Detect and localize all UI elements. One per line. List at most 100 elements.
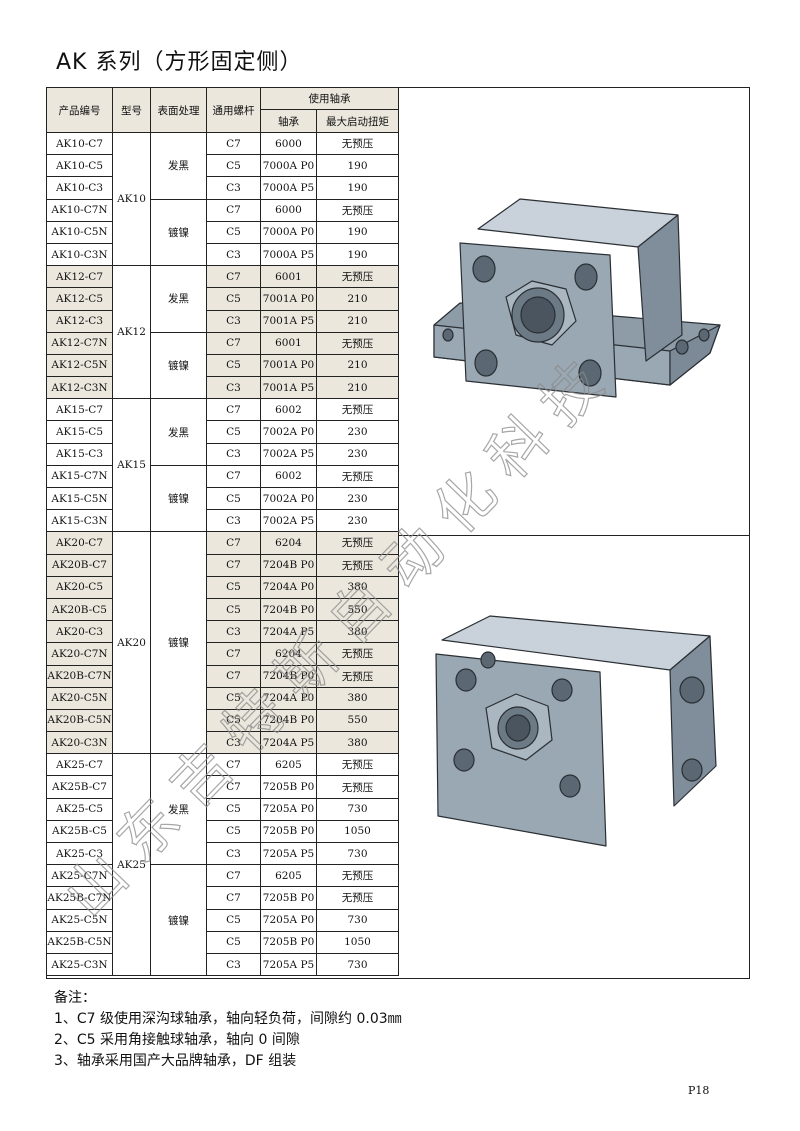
cell-torque: 无预压 (316, 753, 399, 777)
cell-screw: C5 (206, 908, 261, 932)
cell-bearing: 7204B P0 (260, 664, 317, 688)
cell-screw: C7 (206, 331, 261, 355)
cell-screw: C3 (206, 952, 261, 977)
cell-torque: 230 (316, 509, 399, 533)
cell-product-code: AK20B-C7N (46, 664, 113, 688)
cell-torque: 无预压 (316, 198, 399, 222)
cell-torque: 1050 (316, 930, 399, 954)
cell-bearing: 7002A P5 (260, 442, 317, 466)
cell-torque: 无预压 (316, 331, 399, 355)
note-item-3: 3、轴承采用国产大品牌轴承，DF 组装 (54, 1053, 297, 1069)
page-number: P18 (688, 1084, 710, 1097)
cell-surface: 镀镍 (150, 864, 207, 977)
cell-torque: 无预压 (316, 531, 399, 555)
cell-bearing: 6000 (260, 198, 317, 222)
cell-torque: 190 (316, 242, 399, 267)
cell-torque: 730 (316, 952, 399, 977)
cell-product-code: AK25B-C5N (46, 930, 113, 954)
cell-screw: C7 (206, 131, 261, 156)
cell-surface: 发黑 (150, 132, 207, 200)
cell-torque: 190 (316, 154, 399, 178)
cell-product-code: AK25-C5 (46, 797, 113, 821)
cell-screw: C7 (206, 198, 261, 222)
cell-torque: 210 (316, 309, 399, 333)
cell-product-code: AK15-C3N (46, 509, 113, 533)
cell-product-code: AK10-C5 (46, 154, 113, 178)
cell-product-code: AK25B-C7N (46, 886, 113, 910)
cell-torque: 无预压 (316, 864, 399, 888)
cell-torque: 无预压 (316, 464, 399, 489)
cell-screw: C5 (206, 154, 261, 178)
cell-surface: 镀镍 (150, 331, 207, 400)
cell-screw: C3 (206, 731, 261, 755)
cell-product-code: AK25-C7 (46, 753, 113, 777)
cell-bearing: 7001A P5 (260, 309, 317, 333)
cell-torque: 无预压 (316, 664, 399, 688)
cell-bearing: 7205A P0 (260, 908, 317, 932)
cell-bearing: 7205A P5 (260, 841, 317, 866)
cell-torque: 730 (316, 908, 399, 932)
cell-bearing: 7204A P5 (260, 731, 317, 755)
cell-screw: C5 (206, 420, 261, 444)
cell-torque: 210 (316, 376, 399, 400)
spec-table: 产品编号 型号 表面处理 通用螺杆 使用轴承 轴承 最大启动扭矩 AK10-C7… (46, 87, 399, 977)
cell-torque: 380 (316, 731, 399, 755)
cell-torque: 无预压 (316, 131, 399, 156)
cell-torque: 无预压 (316, 553, 399, 577)
cell-product-code: AK12-C3N (46, 376, 113, 400)
cell-product-code: AK10-C3N (46, 242, 113, 267)
cell-surface: 镀镍 (150, 198, 207, 267)
cell-surface: 镀镍 (150, 531, 207, 755)
cell-torque: 380 (316, 620, 399, 644)
cell-screw: C3 (206, 376, 261, 400)
cell-product-code: AK20B-C5N (46, 708, 113, 733)
cell-torque: 730 (316, 797, 399, 821)
cell-screw: C5 (206, 486, 261, 511)
cell-bearing: 7204B P0 (260, 597, 317, 622)
cell-surface: 镀镍 (150, 464, 207, 533)
cell-torque: 无预压 (316, 775, 399, 799)
cell-bearing: 6205 (260, 864, 317, 888)
cell-bearing: 7204B P0 (260, 553, 317, 577)
cell-bearing: 6205 (260, 753, 317, 777)
cell-screw: C7 (206, 864, 261, 888)
cell-product-code: AK12-C5N (46, 353, 113, 378)
cell-screw: C3 (206, 309, 261, 333)
cell-product-code: AK25-C3N (46, 952, 113, 977)
cell-bearing: 7001A P0 (260, 287, 317, 311)
cell-product-code: AK25B-C5 (46, 819, 113, 844)
cell-screw: C3 (206, 242, 261, 267)
cell-torque: 210 (316, 353, 399, 378)
cell-bearing: 7002A P5 (260, 509, 317, 533)
header-torque: 最大启动扭矩 (316, 109, 399, 133)
cell-torque: 550 (316, 708, 399, 733)
cell-torque: 230 (316, 486, 399, 511)
cell-bearing: 7205B P0 (260, 930, 317, 954)
cell-surface: 发黑 (150, 753, 207, 866)
cell-screw: C5 (206, 819, 261, 844)
cell-screw: C5 (206, 686, 261, 710)
product-image-black (420, 185, 740, 435)
cell-torque: 190 (316, 220, 399, 244)
cell-surface: 发黑 (150, 265, 207, 333)
note-item-1: 1、C7 级使用深沟球轴承，轴向轻负荷，间隙约 0.03㎜ (54, 1011, 402, 1027)
cell-screw: C3 (206, 176, 261, 200)
cell-screw: C5 (206, 597, 261, 622)
cell-screw: C7 (206, 531, 261, 555)
cell-bearing: 6001 (260, 265, 317, 289)
